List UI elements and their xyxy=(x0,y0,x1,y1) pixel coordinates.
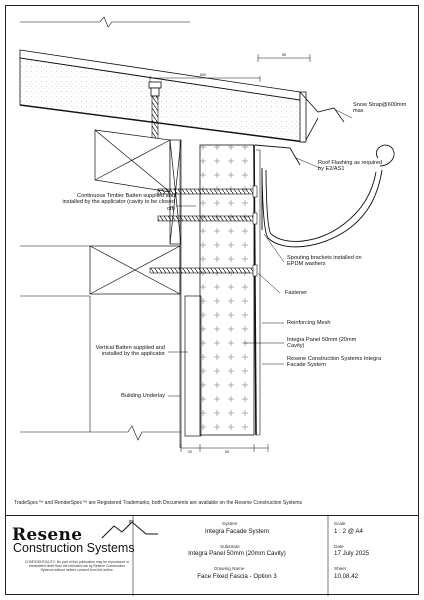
dimension-top: 600 xyxy=(200,73,206,77)
trademark-note: TradeSpec™ and RenderSpec™ are Registere… xyxy=(14,500,303,506)
title-block xyxy=(5,515,419,596)
horizontal-fasteners xyxy=(149,185,258,277)
integra-panel xyxy=(199,144,257,436)
fascia-board xyxy=(299,91,307,143)
roof-cladding xyxy=(19,49,306,143)
dimension-bottom-right: 50 xyxy=(225,450,229,454)
snow-strap xyxy=(299,91,345,141)
substrate-value: Integra Panel 50mm (20mm Cavity) xyxy=(188,550,286,557)
building-underlay xyxy=(20,140,182,448)
logo-construction-systems: Construction Systems xyxy=(13,541,135,555)
house-roofline-icon xyxy=(101,520,158,539)
sheet-label: Sheet xyxy=(334,566,347,571)
break-line-top xyxy=(20,16,190,28)
confidentiality-note: CONFIDENTIALITY: No part of this publica… xyxy=(24,560,130,573)
drawing-name-label: Drawing Name xyxy=(214,566,245,571)
logo-resene: Resene xyxy=(12,525,83,545)
label-snow-strap: Snow Strap@600mm max xyxy=(353,102,407,115)
drawing-name-value: Face Fixed Fascia - Option 3 xyxy=(197,573,277,580)
vertical-batten xyxy=(184,295,202,437)
label-facade-system: Resene Construction Systems Integra Faca… xyxy=(287,356,382,369)
system-value: Integra Facade System xyxy=(205,528,269,535)
break-line-bottom xyxy=(20,425,180,441)
label-roof-flashing: Roof Flashing as required by E2/AS1 xyxy=(318,160,383,173)
label-building-underlay: Building Underlay xyxy=(121,393,165,399)
label-fastener: Fastener xyxy=(285,290,308,296)
spouting-gutter xyxy=(261,144,395,248)
date-value: 17 July 2025 xyxy=(334,550,370,557)
label-reinforcing-mesh: Reinforcing Mesh xyxy=(287,320,331,326)
roof-screw xyxy=(148,81,162,159)
dimension-lines xyxy=(149,54,311,452)
title-block-grid xyxy=(132,516,329,596)
rafter-block xyxy=(94,129,171,193)
label-vertical-batten: Vertical Batten supplied and installed b… xyxy=(95,345,165,358)
dimension-bottom-left: 20 xyxy=(188,450,192,454)
scale-value: 1 : 2 @ A4 xyxy=(334,528,363,535)
scale-label: Scale xyxy=(334,521,346,526)
label-timber-batten: Continuous Timber Batten supplied and in… xyxy=(62,193,175,212)
system-label: System xyxy=(222,521,238,526)
roof-flashing xyxy=(254,144,301,166)
label-leaders xyxy=(168,109,353,397)
render-coat xyxy=(256,149,261,436)
dimension-right: 50 xyxy=(282,53,286,57)
drawing-sheet-border xyxy=(5,5,419,595)
label-integra-panel: Integra Panel 50mm (20mm Cavity) xyxy=(287,337,357,350)
sheet-value: 10.08.42 xyxy=(334,573,359,580)
substrate-label: Substrate xyxy=(220,544,240,549)
label-spouting: Spouting brackets installed on EPDM wash… xyxy=(287,255,362,268)
date-label: Date xyxy=(334,544,344,549)
